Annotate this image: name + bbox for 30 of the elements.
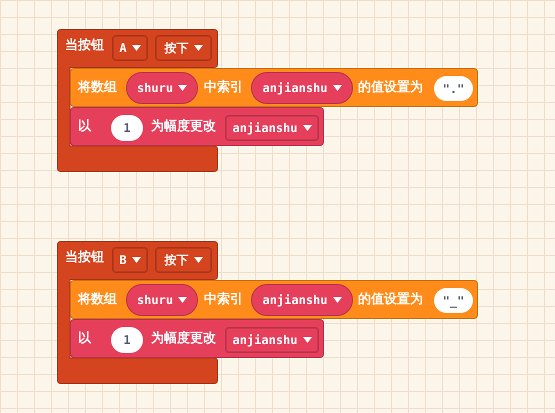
dropdown-field: 按下: [155, 247, 212, 273]
dropdown-field: anjianshu: [225, 115, 319, 141]
block-label: 将数组: [78, 80, 117, 96]
statement-block: [70, 68, 478, 107]
block-label: 当按钮: [65, 38, 104, 54]
block-label: 的值设置为: [358, 292, 423, 308]
block-label: 为幅度更改: [151, 331, 216, 347]
statement-block: [70, 107, 324, 146]
block-label: 中索引: [204, 292, 243, 308]
block-label: 以: [78, 119, 91, 135]
dropdown-field: A: [112, 35, 148, 61]
dropdown-field: B: [112, 247, 148, 273]
block-label: 当按钮: [65, 250, 104, 266]
variable-dropdown: anjianshu: [251, 284, 353, 316]
block-label: 以: [78, 331, 91, 347]
text-field: "_": [434, 288, 473, 313]
block-label: 为幅度更改: [151, 119, 216, 135]
number-field: 1: [111, 327, 143, 353]
variable-dropdown: shuru: [126, 284, 198, 316]
statement-block: [70, 280, 478, 319]
block-label: 中索引: [204, 80, 243, 96]
statement-block: [70, 319, 324, 358]
text-field: ".": [434, 76, 473, 101]
dropdown-field: 按下: [155, 35, 212, 61]
number-field: 1: [111, 115, 143, 141]
variable-dropdown: anjianshu: [251, 72, 353, 104]
block-label: 的值设置为: [358, 80, 423, 96]
block-label: 将数组: [78, 292, 117, 308]
dropdown-field: anjianshu: [225, 327, 319, 353]
variable-dropdown: shuru: [126, 72, 198, 104]
